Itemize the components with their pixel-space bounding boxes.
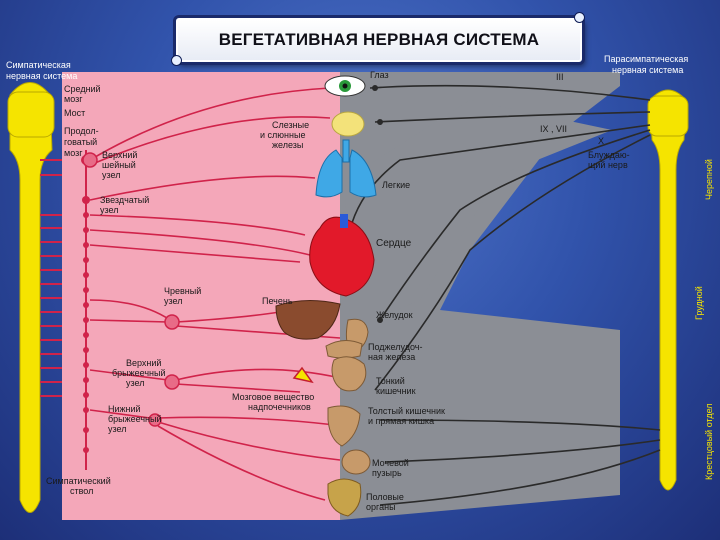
upper-cervical-label-3: узел	[102, 170, 120, 180]
bladder-label-1: Мочевой	[372, 458, 409, 468]
title-banner: ВЕГЕТАТИВНАЯ НЕРВНАЯ СИСТЕМА	[176, 18, 582, 62]
liver-icon	[275, 299, 341, 340]
large-intestine-icon	[327, 405, 361, 447]
small-intestine-label-1: Тонкий	[376, 376, 405, 386]
right-system-label-1: Парасимпатическая	[604, 54, 688, 64]
upper-cervical-label-1: Верхний	[102, 150, 137, 160]
small-intestine-icon	[331, 356, 367, 392]
thoracic-label: Грудной	[694, 286, 704, 320]
sympathetic-region	[62, 72, 340, 520]
lacrimal-label-1: Слезные	[272, 120, 309, 130]
celiac-label-2: узел	[164, 296, 182, 306]
upper-mesenteric-label-2: брыжеечный	[112, 368, 166, 378]
adrenal-label-1: Мозговое вещество	[232, 392, 314, 402]
right-spinal-cord	[647, 89, 689, 491]
banner-knob-top	[574, 12, 585, 23]
adrenal-icon	[292, 366, 314, 384]
upper-mesenteric-label-3: узел	[126, 378, 144, 388]
lungs-label: Легкие	[382, 180, 410, 190]
left-system-label-1: Симпатическая	[6, 60, 71, 70]
eye-icon	[324, 75, 366, 97]
stellate-label-1: Звездчатый	[100, 195, 149, 205]
trunk-label-2: ствол	[70, 486, 93, 496]
sympathetic-ganglia	[82, 152, 180, 427]
left-system-label-2: нервная система	[6, 71, 77, 81]
pons-label: Мост	[64, 108, 85, 118]
midbrain-label-2: мозг	[64, 94, 83, 104]
vagus-label-2: щий нерв	[588, 160, 628, 170]
banner-knob-bottom	[171, 55, 182, 66]
pancreas-label-1: Поджелудоч-	[368, 342, 422, 352]
medulla-label-3: мозг	[64, 148, 83, 158]
pancreas-icon	[325, 340, 363, 359]
nerve-3-label: III	[556, 72, 564, 82]
sympathetic-fibers	[89, 87, 341, 501]
lungs-icon	[315, 139, 377, 198]
nerve-9-7-label: IX , VII	[540, 124, 567, 134]
large-intestine-label-2: и прямая кишка	[368, 416, 434, 426]
upper-cervical-label-2: шейный	[102, 160, 136, 170]
heart-icon	[309, 214, 375, 297]
lower-mesenteric-label-1: Нижний	[108, 404, 141, 414]
nerve-10-label: X	[598, 136, 604, 146]
midbrain-label-1: Средний	[64, 84, 101, 94]
stellate-label-2: узел	[100, 205, 118, 215]
pancreas-label-2: ная железа	[368, 352, 415, 362]
parasympathetic-fibers	[349, 84, 661, 506]
vagus-label-1: Блуждаю-	[588, 150, 630, 160]
large-intestine-label-1: Толстый кишечник	[368, 406, 445, 416]
heart-label: Сердце	[376, 238, 412, 249]
lower-mesenteric-label-2: брыжеечный	[108, 414, 162, 424]
lacrimal-label-2: и слюнные	[260, 130, 305, 140]
upper-mesenteric-label-1: Верхний	[126, 358, 161, 368]
lacrimal-label-3: железы	[272, 140, 303, 150]
parasympathetic-wedge	[345, 100, 612, 330]
genitals-label-1: Половые	[366, 492, 404, 502]
bladder-icon	[341, 449, 371, 475]
medulla-label-1: Продол-	[64, 126, 99, 136]
medulla-label-2: говатый	[64, 137, 97, 147]
eye-label: Глаз	[370, 70, 389, 80]
genitals-icon	[327, 478, 362, 517]
liver-label: Печень	[262, 296, 293, 306]
lacrimal-gland-icon	[331, 111, 365, 137]
small-intestine-label-2: кишечник	[376, 386, 416, 396]
celiac-label-1: Чревный	[164, 286, 201, 296]
page-title: ВЕГЕТАТИВНАЯ НЕРВНАЯ СИСТЕМА	[218, 30, 540, 49]
adrenal-label-2: надпочечников	[248, 402, 311, 412]
left-spinal-cord	[7, 82, 62, 513]
trunk-label-1: Симпатический	[46, 476, 111, 486]
genitals-label-2: органы	[366, 502, 396, 512]
right-system-label-2: нервная система	[612, 65, 683, 75]
lower-mesenteric-label-3: узел	[108, 424, 126, 434]
sacral-label: Крестцовый отдел	[704, 403, 714, 480]
stomach-label: Желудок	[376, 310, 413, 320]
bladder-label-2: пузырь	[372, 468, 402, 478]
cranial-label: Черепной	[704, 159, 714, 200]
